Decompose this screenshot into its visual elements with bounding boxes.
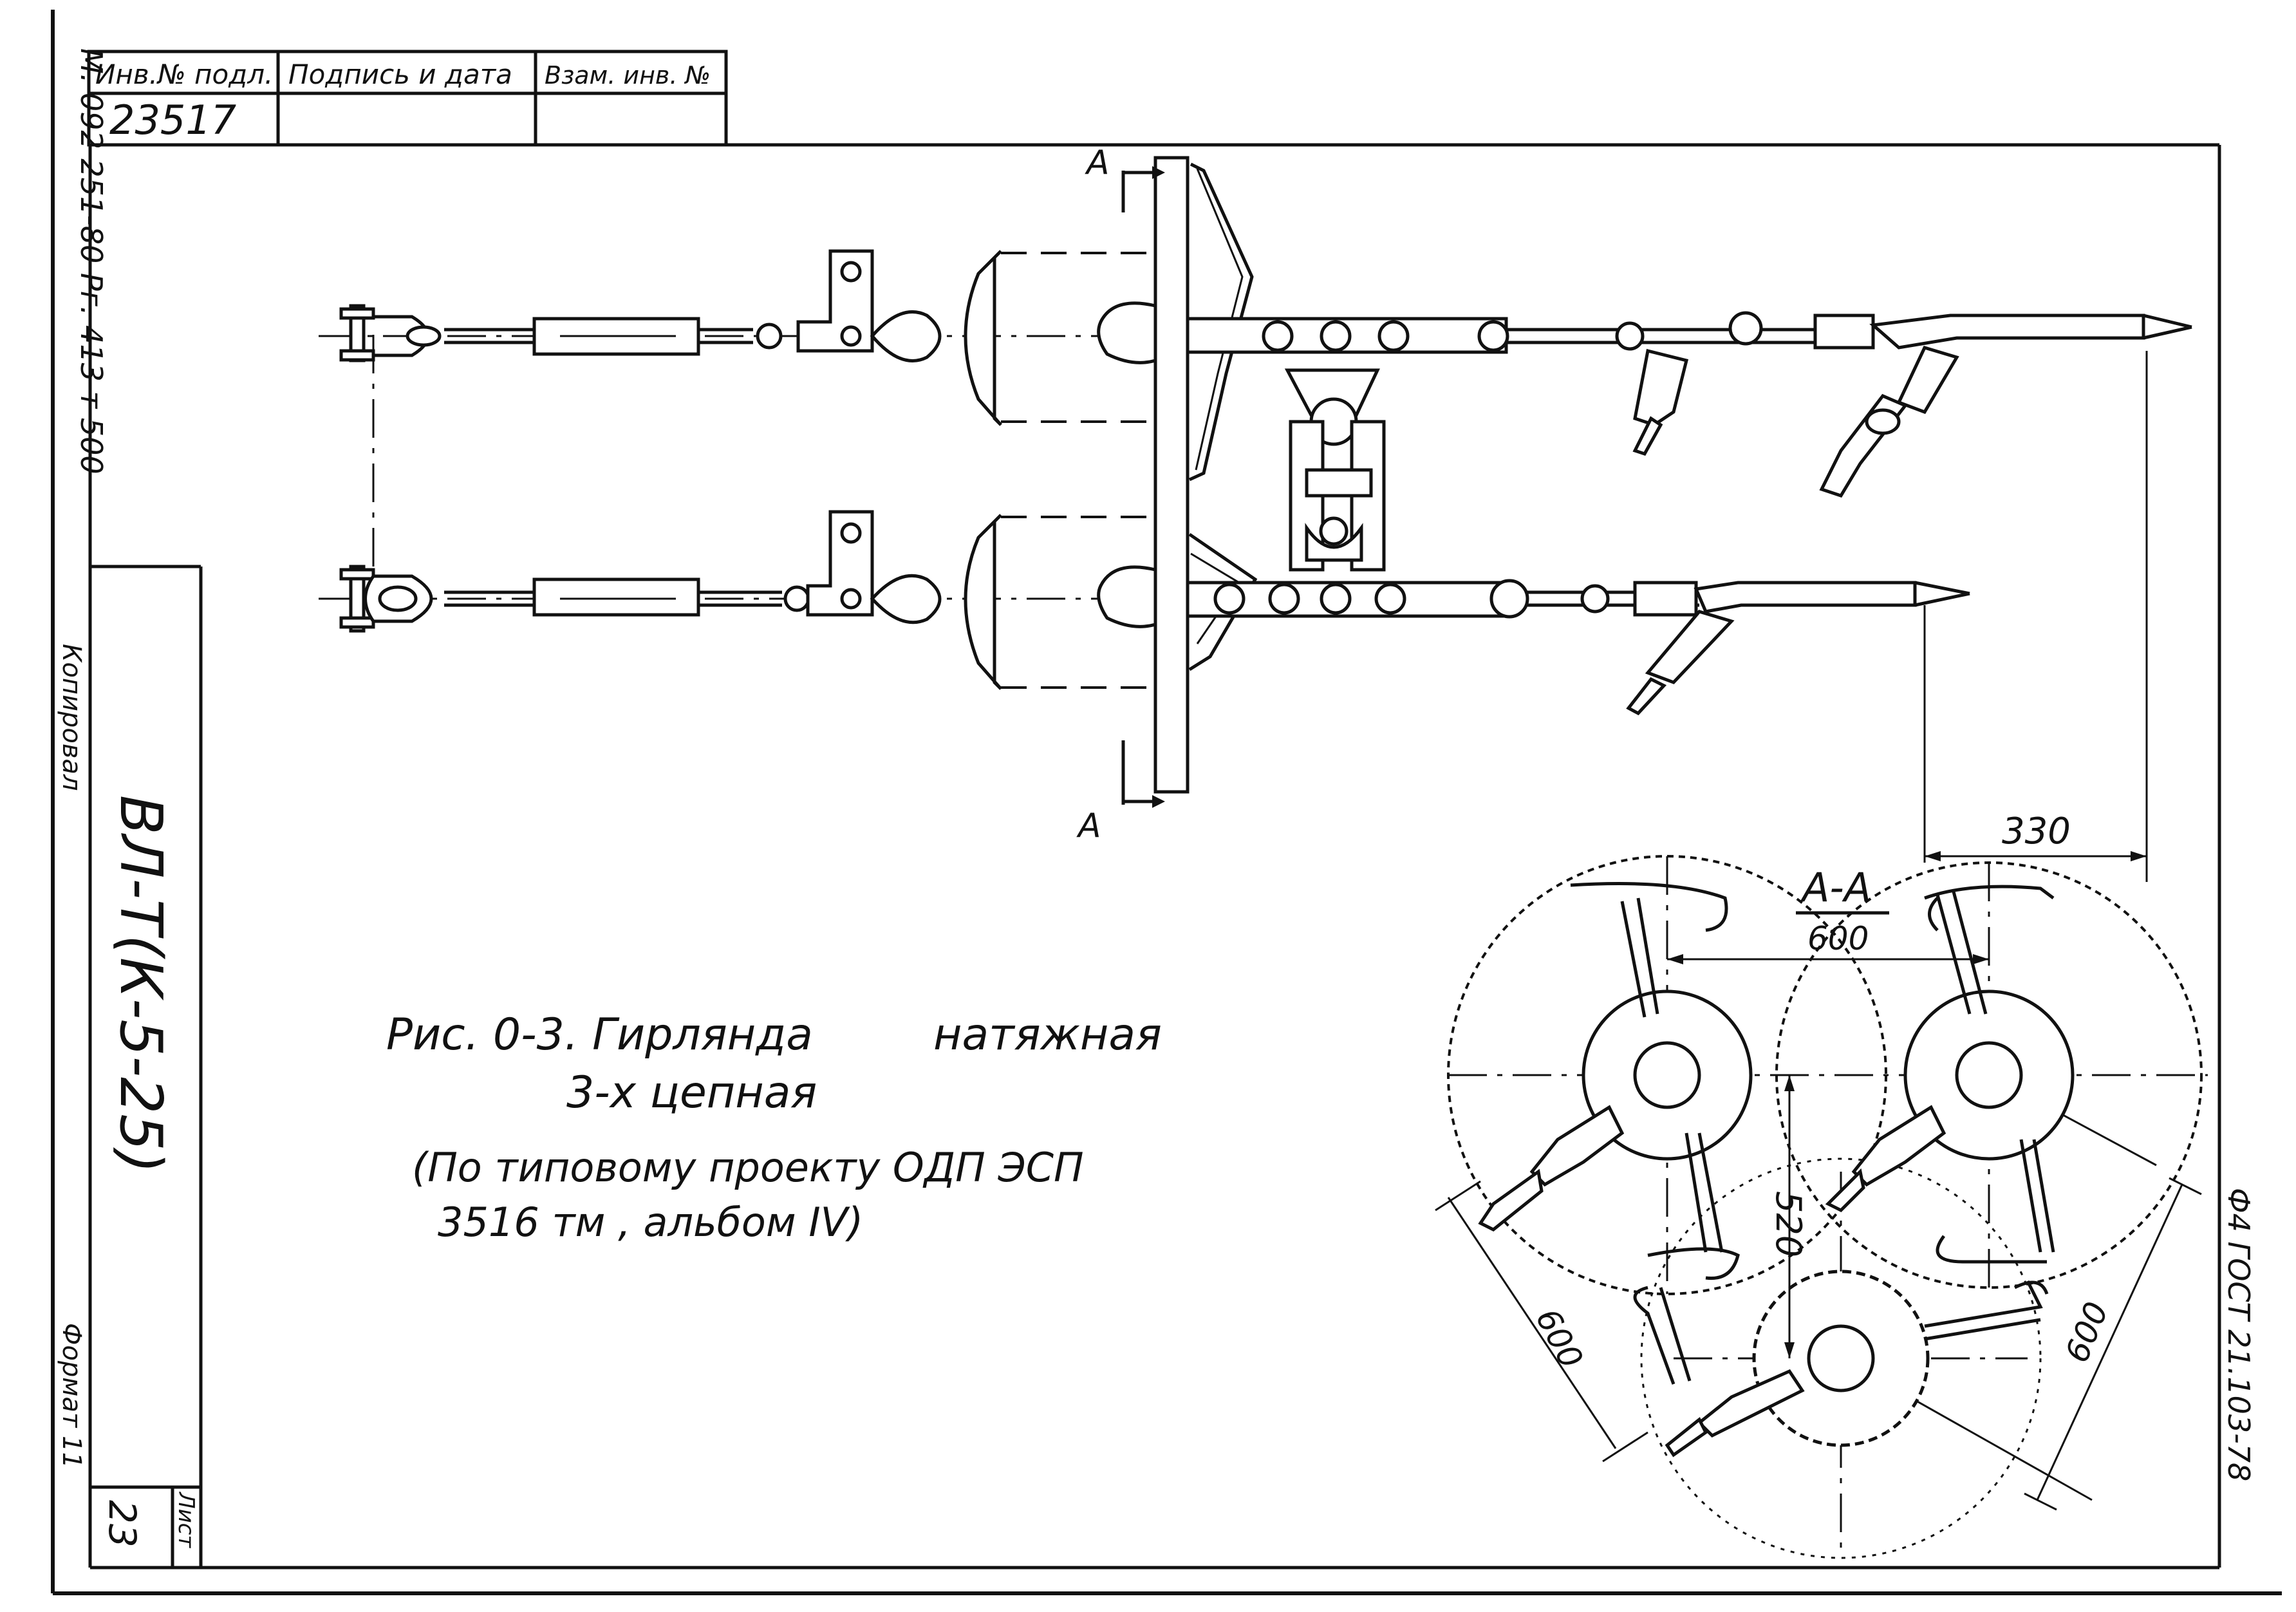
left-title-block: ВЛ-Т(К-5-25) Копировал Формат 11 Лист 23 xyxy=(57,565,203,1568)
stamp-col1-header: Инв.№ подл. xyxy=(95,59,273,90)
stamp-table: Инв.№ подл. Подпись и дата Взам. инв. № … xyxy=(87,50,728,147)
caption-line1b: натяжная xyxy=(933,1009,1162,1060)
caption-line4: 3516 тм , альбом IV) xyxy=(438,1199,863,1246)
section-dim-right: 600 xyxy=(2058,1297,2116,1367)
tower-plate xyxy=(1153,156,1190,794)
dim-330-label: 330 xyxy=(2002,811,2071,852)
upper-chain xyxy=(319,249,2192,498)
section-dim-left: 600 xyxy=(1528,1302,1590,1374)
caption-line3: (По типовому проекту ОДП ЭСП xyxy=(412,1144,1084,1191)
sheet-number: 23 xyxy=(100,1500,144,1548)
yoke-bracket xyxy=(1284,368,1386,572)
figure-caption: Рис. 0-3. Гирлянда натяжная 3-х цепная (… xyxy=(386,1009,1162,1246)
section-cut-mark-bottom: А xyxy=(1076,740,1165,845)
dimension-330: 330 xyxy=(1923,351,2148,882)
dimension-600-left: 600 xyxy=(1435,1180,1648,1463)
section-mark-bottom: А xyxy=(1076,807,1101,845)
section-cut-mark-top: А xyxy=(1085,144,1165,212)
inventory-number: 23517 xyxy=(109,97,236,144)
code-label: ВЛ-Т(К-5-25) xyxy=(107,795,174,1174)
bottom-plate-outline xyxy=(1640,1157,2042,1559)
section-dim-top: 600 xyxy=(1807,920,1869,957)
section-title: А-А xyxy=(1800,864,1871,911)
stamp-col3-header: Взам. инв. № xyxy=(545,61,711,89)
sheet-label: Лист xyxy=(173,1491,199,1548)
dimension-520: 520 xyxy=(1768,1075,1809,1358)
format-label: Формат 11 xyxy=(57,1323,86,1468)
section-dim-vertical: 520 xyxy=(1768,1191,1809,1257)
lower-chain xyxy=(319,510,1970,716)
caption-line1a: Рис. 0-3. Гирлянда xyxy=(386,1009,813,1060)
standard-note: Ф4 ГОСТ 21.103-78 xyxy=(2221,1188,2256,1481)
section-mark-top: А xyxy=(1085,144,1110,182)
stamp-col2-header: Подпись и дата xyxy=(288,59,512,90)
section-a-a: А-А 600 xyxy=(1435,855,2208,1559)
copied-label: Копировал xyxy=(57,644,86,791)
dimension-600-right: 600 xyxy=(2024,1177,2202,1511)
vertical-note: М. 092 251-80 Рг. 413 т 500 xyxy=(74,48,109,474)
dimension-600-top xyxy=(1667,954,1989,964)
insulator-string-assembly: А А xyxy=(319,144,2192,882)
caption-line2: 3-х цепная xyxy=(566,1067,817,1118)
